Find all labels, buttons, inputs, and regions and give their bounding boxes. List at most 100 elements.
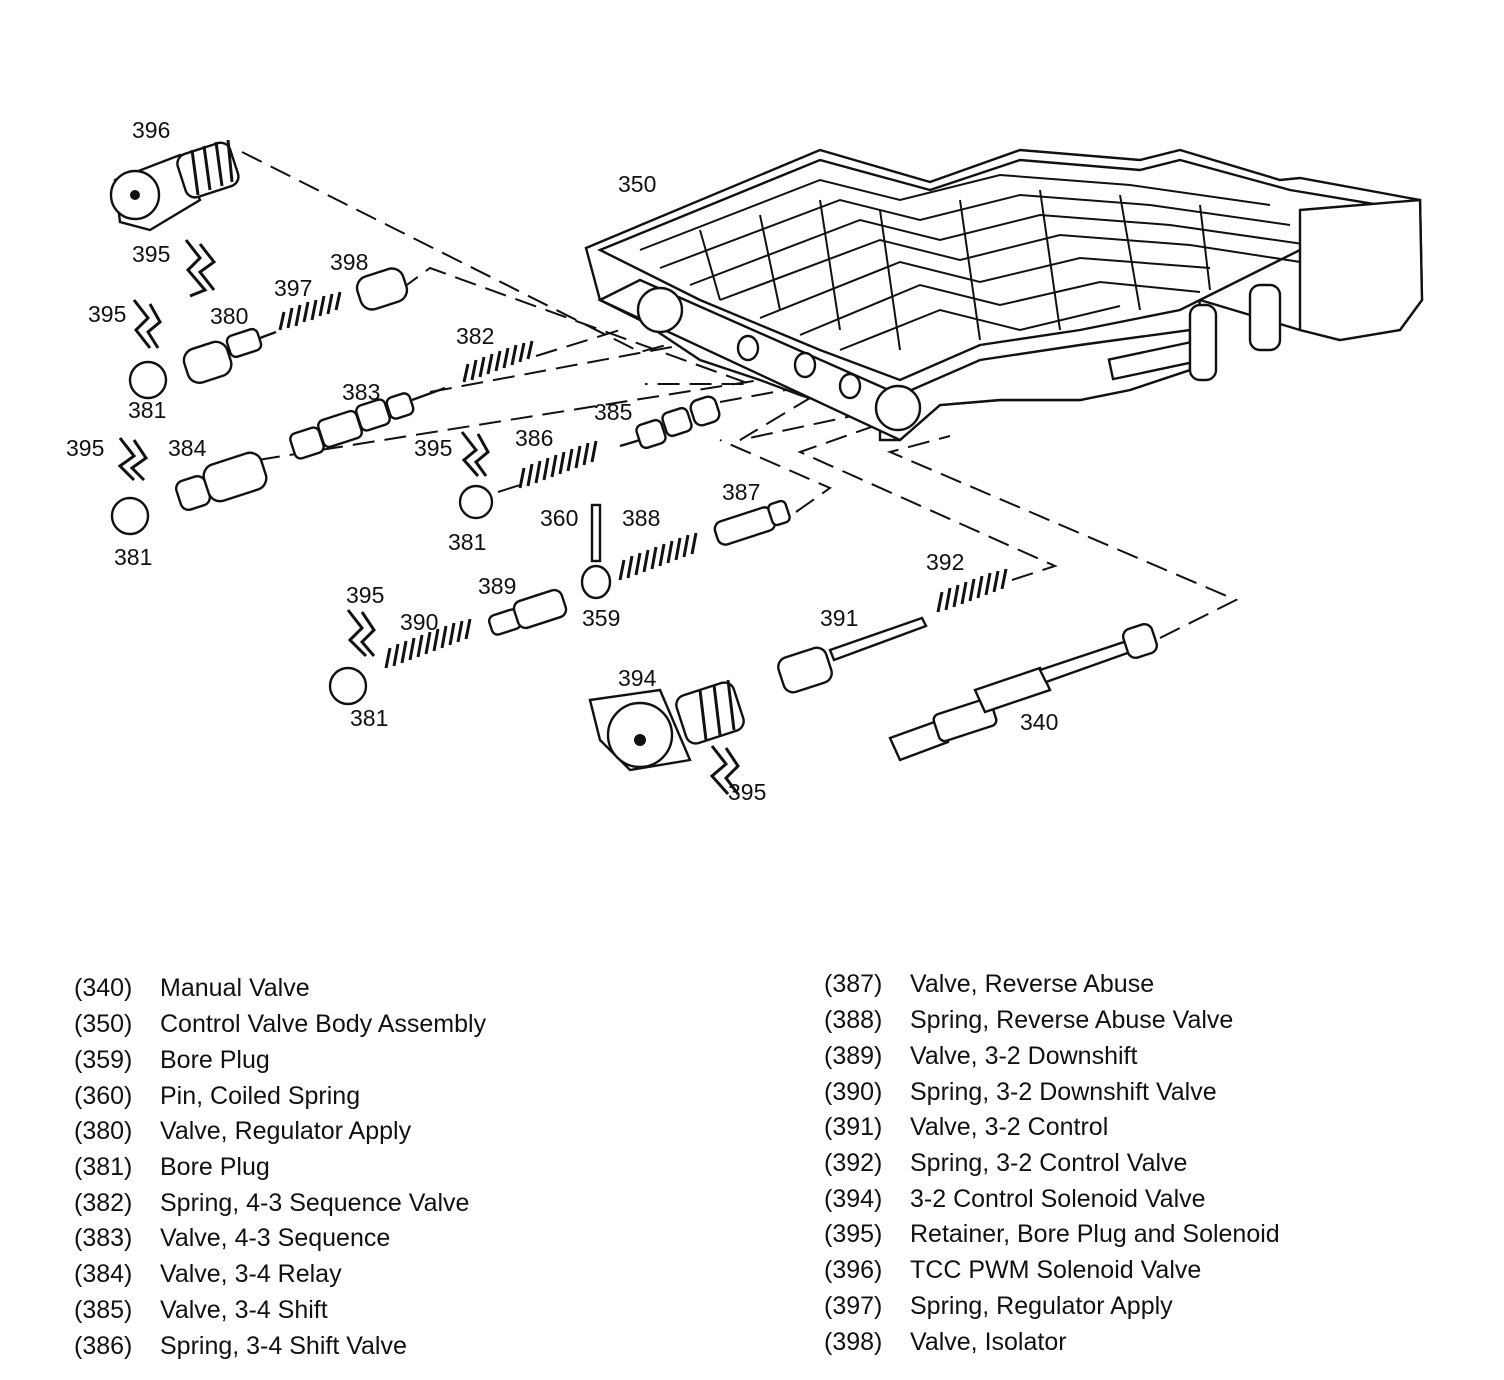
part-360-pin	[590, 503, 602, 563]
callout-386: 386	[515, 425, 553, 451]
legend-number: (396)	[824, 1256, 883, 1284]
callout-390: 390	[400, 609, 438, 635]
legend-description: 3-2 Control Solenoid Valve	[910, 1185, 1206, 1213]
bore-opening-4	[838, 372, 862, 400]
legend-description: Valve, 3-2 Control	[910, 1113, 1109, 1141]
callout-395: 395	[728, 779, 766, 805]
legend-description: Manual Valve	[160, 974, 310, 1002]
legend-number: (389)	[824, 1042, 883, 1070]
legend-description: Pin, Coiled Spring	[160, 1082, 361, 1110]
callout-395: 395	[346, 582, 384, 608]
callout-397: 397	[274, 275, 312, 301]
callout-380: 380	[210, 303, 248, 329]
part-391-control-valve	[777, 616, 928, 694]
legend-description: Valve, Reverse Abuse	[910, 970, 1155, 998]
legend-number: (391)	[824, 1113, 883, 1141]
part-395-retainers	[117, 239, 740, 795]
bore-opening-5	[874, 384, 922, 432]
bore-opening-3	[793, 351, 817, 379]
callout-382: 382	[456, 323, 494, 349]
legend-description: Retainer, Bore Plug and Solenoid	[910, 1220, 1280, 1248]
legend-number: (395)	[824, 1220, 883, 1248]
leader-383	[429, 337, 721, 393]
legend-number: (383)	[74, 1224, 133, 1252]
callout-384: 384	[168, 435, 207, 461]
callout-395: 395	[414, 435, 452, 461]
legend-description: TCC PWM Solenoid Valve	[910, 1256, 1202, 1284]
legend-number: (381)	[74, 1153, 133, 1181]
legend-description: Bore Plug	[160, 1153, 270, 1181]
callout-395: 395	[66, 435, 104, 461]
leader-387	[719, 439, 833, 513]
legend-description: Spring, 3-4 Shift Valve	[160, 1332, 407, 1360]
callout-381: 381	[448, 529, 486, 555]
valve-body-channels	[639, 173, 1321, 351]
legend-number: (392)	[824, 1149, 883, 1177]
legend-description: Valve, 3-4 Shift	[160, 1296, 328, 1324]
callout-395: 395	[88, 301, 126, 327]
leader-386	[497, 484, 521, 493]
legend-description: Spring, 3-2 Control Valve	[910, 1149, 1188, 1177]
legend-description: Valve, 3-2 Downshift	[910, 1042, 1138, 1070]
callout-389: 389	[478, 573, 516, 599]
valve-body-post-1	[1248, 283, 1282, 352]
callout-385: 385	[594, 399, 632, 425]
part-387-reverse-abuse-valve	[713, 499, 791, 546]
part-398-isolator-valve	[355, 267, 409, 311]
callout-381: 381	[350, 705, 388, 731]
legend-description: Spring, 3-2 Downshift Valve	[910, 1078, 1217, 1106]
legend-number: (382)	[74, 1189, 133, 1217]
legend-number: (384)	[74, 1260, 133, 1288]
callout-350: 350	[618, 171, 656, 197]
leader-398	[399, 266, 751, 385]
legend-number: (398)	[824, 1328, 883, 1356]
part-384-relay-valve	[174, 451, 268, 512]
legend-number: (390)	[824, 1078, 883, 1106]
callout-381: 381	[114, 544, 152, 570]
leader-384	[257, 371, 811, 461]
callout-340: 340	[1020, 709, 1058, 735]
callout-381: 381	[128, 397, 166, 423]
part-388-spring	[618, 532, 698, 581]
callout-383: 383	[342, 379, 380, 405]
callout-labels: 396 395 398 397 395 380 381 382 383 395 …	[66, 117, 1058, 805]
valve-body-end-housing	[1298, 198, 1424, 342]
callout-387: 387	[722, 479, 760, 505]
leader-340	[886, 435, 1239, 639]
callout-394: 394	[618, 665, 657, 691]
legend-number: (340)	[74, 974, 133, 1002]
legend-number: (360)	[74, 1082, 133, 1110]
part-382-spring	[462, 340, 534, 383]
callout-395: 395	[132, 241, 170, 267]
part-380-regulator-apply-valve	[182, 327, 277, 384]
part-386-spring	[518, 440, 598, 489]
part-392-spring	[936, 568, 1008, 613]
leader-382	[535, 329, 621, 357]
leader-392	[797, 423, 1058, 581]
legend-description: Spring, Reverse Abuse Valve	[910, 1006, 1234, 1034]
legend-description: Valve, 4-3 Sequence	[160, 1224, 391, 1252]
callout-388: 388	[622, 505, 660, 531]
part-390-spring	[384, 618, 472, 669]
part-381-bore-plugs	[110, 360, 494, 706]
legend-number: (359)	[74, 1046, 133, 1074]
exploded-view-diagram: 396 395 398 397 395 380 381 382 383 395 …	[66, 117, 1424, 805]
legend-description: Bore Plug	[160, 1046, 270, 1074]
legend-number: (388)	[824, 1006, 883, 1034]
legend-description: Spring, 4-3 Sequence Valve	[160, 1189, 470, 1217]
part-385-shift-valve	[619, 395, 721, 450]
legend-number: (386)	[74, 1332, 133, 1360]
callout-392: 392	[926, 549, 964, 575]
legend-number: (385)	[74, 1296, 133, 1324]
legend-description: Control Valve Body Assembly	[160, 1010, 487, 1038]
legend-description: Valve, 3-4 Relay	[160, 1260, 342, 1288]
control-valve-body	[584, 148, 1424, 442]
legend-number: (380)	[74, 1117, 133, 1145]
valve-body-post-2	[1188, 303, 1218, 382]
legend-description: Spring, Regulator Apply	[910, 1292, 1173, 1320]
legend-number: (350)	[74, 1010, 133, 1038]
legend-description: Valve, Regulator Apply	[160, 1117, 412, 1145]
callout-398: 398	[330, 249, 368, 275]
callout-360: 360	[540, 505, 578, 531]
